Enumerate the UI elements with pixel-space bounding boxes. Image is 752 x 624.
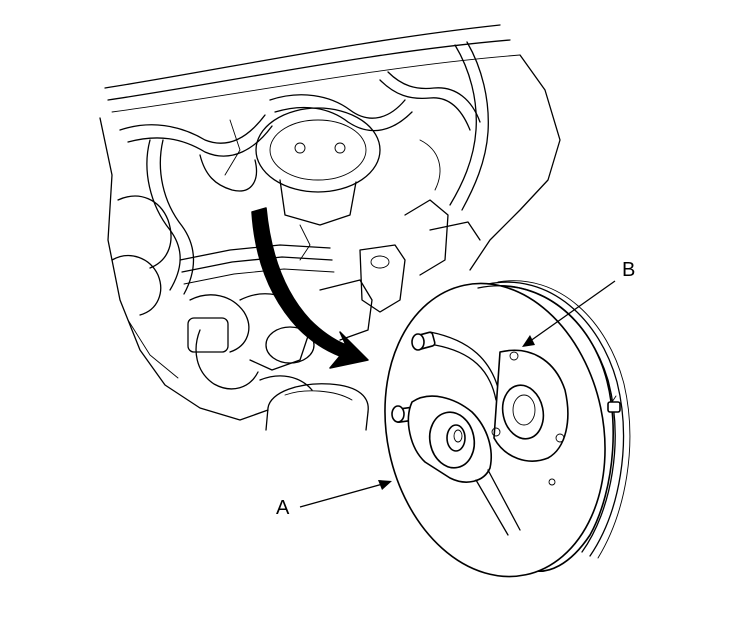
arrowhead-a bbox=[378, 480, 392, 490]
label-b: B bbox=[622, 259, 635, 281]
engine-compartment bbox=[99, 24, 561, 431]
leader-line-a bbox=[299, 481, 391, 508]
callout-a: A bbox=[276, 480, 392, 519]
brake-booster bbox=[384, 280, 631, 578]
mounting-stud bbox=[411, 331, 436, 351]
label-a: A bbox=[276, 497, 290, 519]
direction-arrow bbox=[251, 207, 369, 369]
leader-line-b bbox=[525, 280, 616, 345]
callout-b: B bbox=[522, 259, 635, 347]
arrowhead-b bbox=[522, 335, 535, 347]
